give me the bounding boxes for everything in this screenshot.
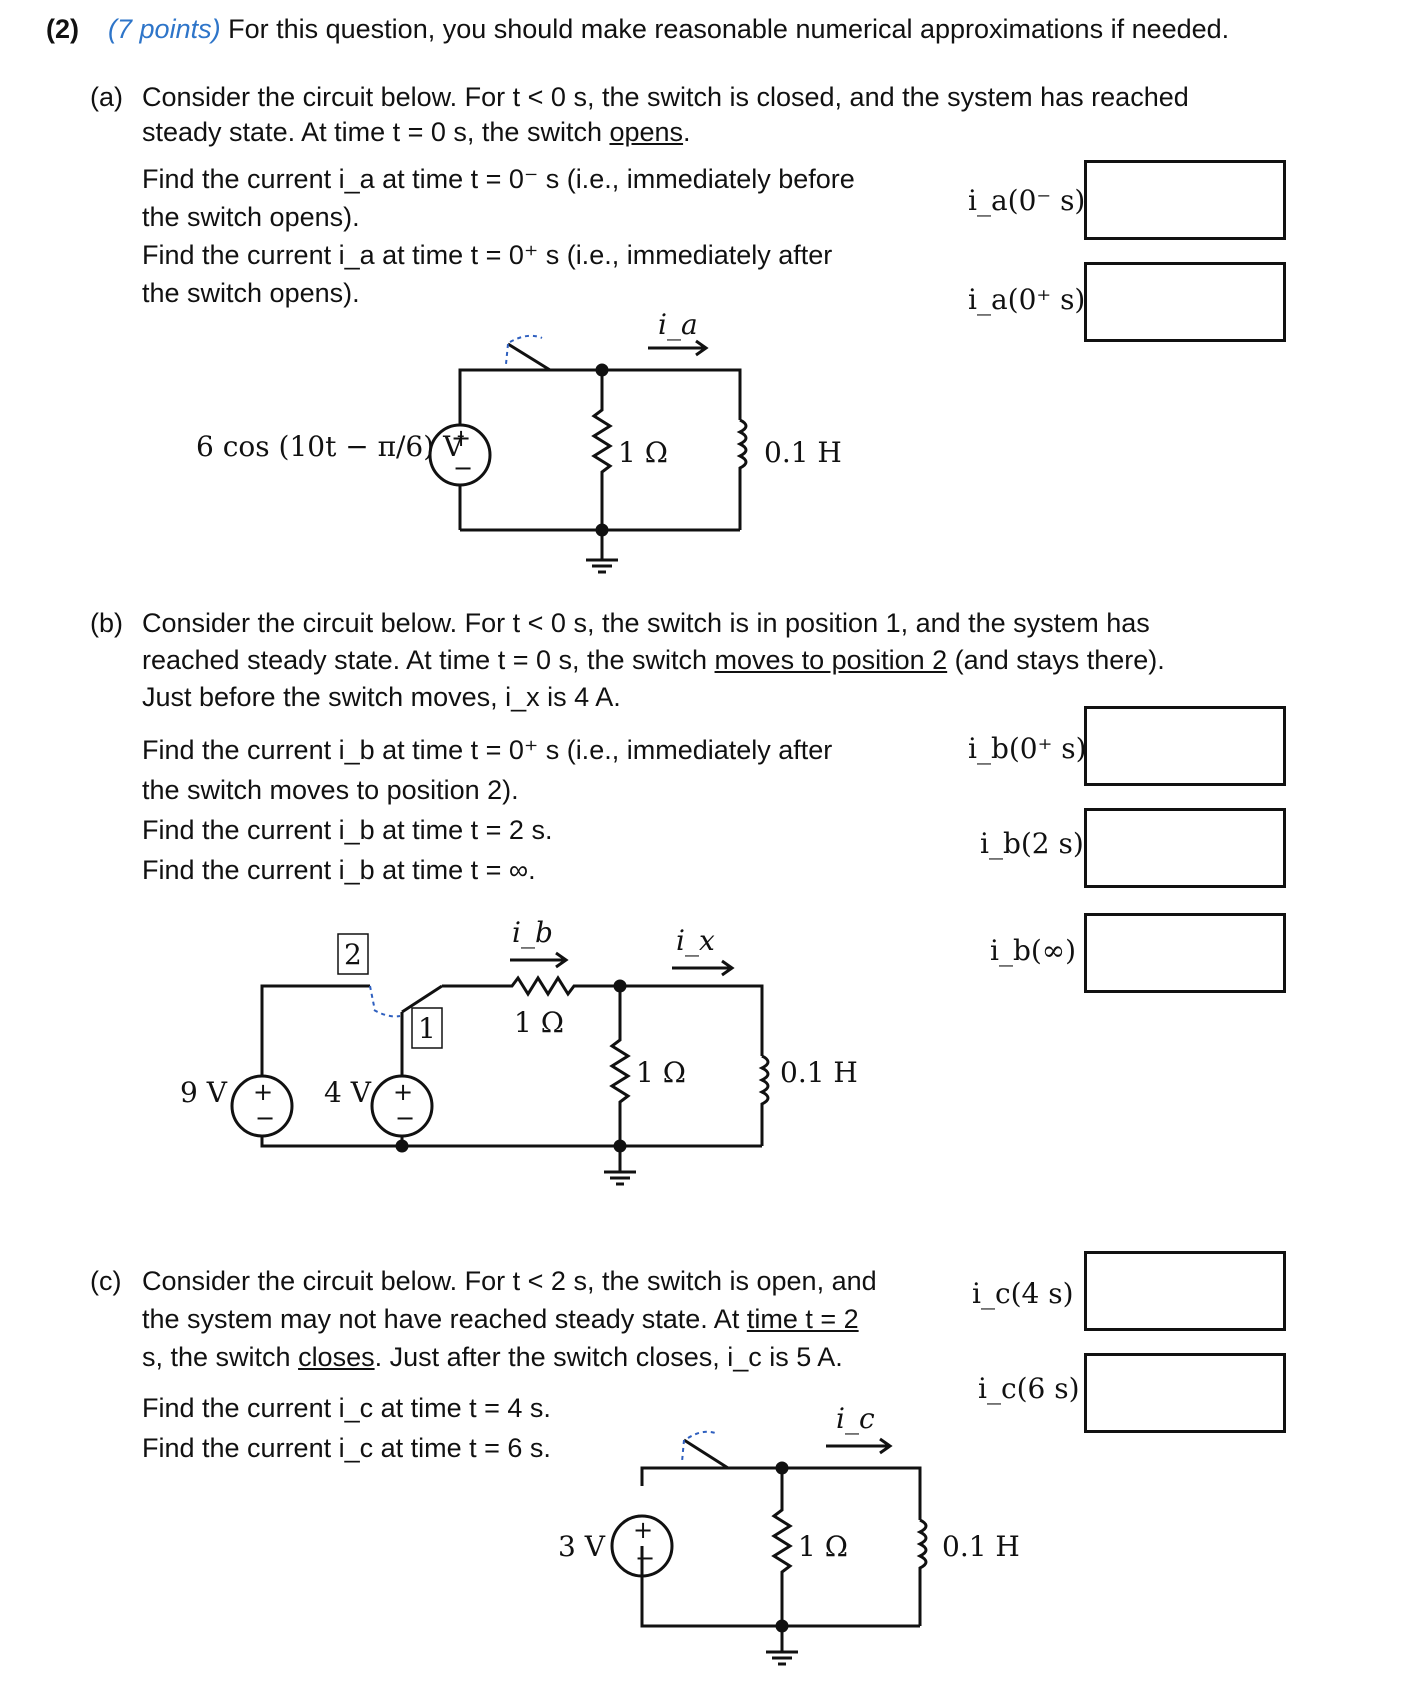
part-c-intro-3: s, the switch closes. Just after the swi… <box>142 1338 843 1376</box>
svg-text:+: + <box>393 1078 413 1106</box>
svg-text:−: − <box>453 454 473 482</box>
node-dot <box>613 979 627 993</box>
points-label: (7 points) <box>108 14 221 44</box>
part-b-intro-2-end: (and stays there). <box>947 645 1165 675</box>
part-c-intro-3-end: . Just after the switch closes, i_c is 5… <box>374 1342 843 1372</box>
part-c-q1: Find the current i_c at time t = 4 s. <box>142 1393 551 1423</box>
answer-label-ib-inf: i_b(∞) <box>990 934 1077 967</box>
part-c-intro-3-underlined: closes <box>298 1342 375 1372</box>
node-dot <box>395 1139 409 1153</box>
current-label-ib: i_b <box>512 916 553 949</box>
shunt-resistor-label: 1 Ω <box>636 1056 686 1089</box>
answer-box-ib-0plus[interactable] <box>1084 706 1286 786</box>
svg-text:−: − <box>395 1104 415 1132</box>
question-number: (2) <box>46 14 79 44</box>
circuit-a <box>428 334 748 574</box>
svg-text:−: − <box>255 1104 275 1132</box>
svg-text:+: + <box>253 1078 273 1106</box>
source-label-a: 6 cos (10t − π/6) V <box>196 430 464 463</box>
instruction-text: For this question, you should make reaso… <box>228 14 1230 44</box>
part-b-intro-2-underlined: moves to position 2 <box>714 645 948 675</box>
part-b-intro-1: Consider the circuit below. For t < 0 s,… <box>142 608 1150 638</box>
answer-box-ic-4s[interactable] <box>1084 1251 1286 1331</box>
node-dot <box>595 363 609 377</box>
source-label-3v: 3 V <box>558 1530 606 1563</box>
answer-box-ia-0plus[interactable] <box>1084 262 1286 342</box>
part-c-q2: Find the current i_c at time t = 6 s. <box>142 1433 551 1463</box>
source-label-9v: 9 V <box>180 1076 228 1109</box>
part-a-intro-2: steady state. At time t = 0 s, the switc… <box>142 113 691 151</box>
node-dot <box>595 523 609 537</box>
current-label-ia: i_a <box>658 308 698 341</box>
part-c-intro-3-text: s, the switch <box>142 1342 299 1372</box>
answer-label-ic-6s: i_c(6 s) <box>978 1372 1080 1405</box>
series-resistor-label: 1 Ω <box>514 1006 564 1039</box>
svg-text:+: + <box>451 424 471 452</box>
part-b-intro-3: Just before the switch moves, i_x is 4 A… <box>142 682 621 712</box>
part-a-intro-2-end: . <box>683 117 691 147</box>
part-c-intro-2-text: the system may not have reached steady s… <box>142 1304 747 1334</box>
part-b-q1-line1: Find the current i_b at time t = 0⁺ s (i… <box>142 735 833 765</box>
answer-label-ia-0plus: i_a(0⁺ s) <box>968 283 1086 316</box>
node-dot <box>775 1619 789 1633</box>
part-a-label: (a) <box>90 82 123 112</box>
part-b-q2: Find the current i_b at time t = 2 s. <box>142 815 553 845</box>
resistor-label-c: 1 Ω <box>798 1530 848 1563</box>
question-header: (2) (7 points) For this question, you sh… <box>46 10 1229 48</box>
circuit-b <box>230 933 770 1186</box>
answer-box-ib-inf[interactable] <box>1084 913 1286 993</box>
inductor-label-c: 0.1 H <box>942 1530 1020 1563</box>
resistor-label-a: 1 Ω <box>618 436 668 469</box>
current-label-ix: i_x <box>676 924 715 957</box>
part-a-q1-line1: Find the current i_a at time t = 0⁻ s (i… <box>142 164 855 194</box>
polarity-marks: +− +− +− +− <box>253 424 655 1572</box>
part-a-q2-line2: the switch opens). <box>142 278 360 308</box>
node-dot <box>775 1461 789 1475</box>
part-b-intro-2-text: reached steady state. At time t = 0 s, t… <box>142 645 715 675</box>
svg-text:+: + <box>633 1516 653 1544</box>
answer-box-ic-6s[interactable] <box>1084 1353 1286 1433</box>
switch-position-2: 2 <box>344 938 362 971</box>
part-b-q1-line2: the switch moves to position 2). <box>142 775 519 805</box>
circuit-c <box>610 1430 928 1666</box>
part-a-intro-2-underlined: opens <box>609 117 684 147</box>
part-b-intro-2: reached steady state. At time t = 0 s, t… <box>142 641 1165 679</box>
answer-box-ib-2s[interactable] <box>1084 808 1286 888</box>
part-a-intro-2-text: steady state. At time t = 0 s, the switc… <box>142 117 610 147</box>
answer-label-ic-4s: i_c(4 s) <box>972 1277 1074 1310</box>
current-label-ic: i_c <box>836 1402 875 1435</box>
part-a-q1-line2: the switch opens). <box>142 202 360 232</box>
part-b-q3: Find the current i_b at time t = ∞. <box>142 855 536 885</box>
source-label-4v: 4 V <box>324 1076 372 1109</box>
part-c-intro-2: the system may not have reached steady s… <box>142 1300 859 1338</box>
answer-box-ia-0minus[interactable] <box>1084 160 1286 240</box>
part-b-label: (b) <box>90 608 123 638</box>
inductor-label-b: 0.1 H <box>780 1056 858 1089</box>
answer-label-ib-2s: i_b(2 s) <box>980 827 1084 860</box>
part-a-q2-line1: Find the current i_a at time t = 0⁺ s (i… <box>142 240 833 270</box>
node-dot <box>613 1139 627 1153</box>
switch-position-1: 1 <box>418 1012 436 1045</box>
part-c-intro-2-underlined: time t = 2 <box>746 1304 859 1334</box>
part-c-label: (c) <box>90 1266 122 1296</box>
inductor-label-a: 0.1 H <box>764 436 842 469</box>
answer-label-ia-0minus: i_a(0⁻ s) <box>968 184 1086 217</box>
svg-text:−: − <box>635 1544 655 1572</box>
part-a-intro-1: Consider the circuit below. For t < 0 s,… <box>142 82 1189 112</box>
answer-label-ib-0plus: i_b(0⁺ s) <box>968 732 1087 765</box>
part-c-intro-1: Consider the circuit below. For t < 2 s,… <box>142 1266 877 1296</box>
